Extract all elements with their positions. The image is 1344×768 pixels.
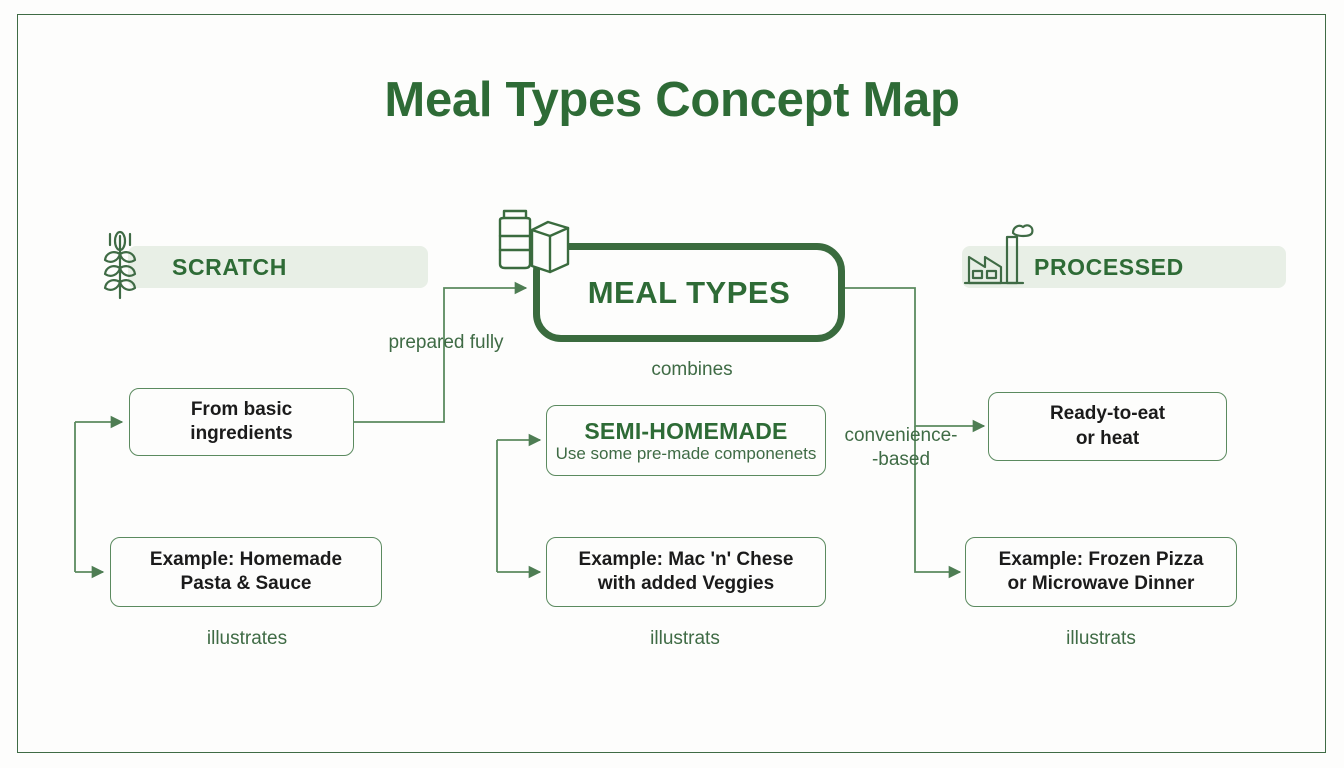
node-scratch-example-line2: Pasta & Sauce (180, 573, 312, 594)
connector-label-combines: combines (651, 359, 733, 380)
wheat-icon (99, 228, 141, 305)
node-processed-definition-line1: Ready-to-eat (1049, 403, 1166, 425)
category-label-processed: PROCESSED (1034, 253, 1184, 280)
connector-label-prepared-fully: prepared fully (388, 332, 504, 353)
node-scratch-example[interactable]: Example: Homemade Pasta & Sauce (110, 537, 382, 607)
node-scratch-definition[interactable]: From basic ingredients (129, 388, 354, 456)
connector-label-illustrates-left: illustrates (206, 628, 288, 649)
node-scratch-definition-line1: From basic (190, 398, 293, 420)
category-chip-scratch[interactable]: SCRATCH (128, 246, 428, 288)
node-semi-homemade-title: SEMI-HOMEMADE (584, 417, 788, 444)
node-processed-example-line2: or Microwave Dinner (1007, 573, 1195, 594)
node-processed-example[interactable]: Example: Frozen Pizza or Microwave Dinne… (965, 537, 1237, 607)
connector-label-illustrates-middle: illustrats (650, 628, 720, 649)
factory-icon (963, 219, 1035, 294)
node-semi-homemade[interactable]: SEMI-HOMEMADE Use some pre-made componen… (546, 405, 826, 476)
central-node-label: MEAL TYPES (587, 274, 791, 310)
connector-label-convenience-based-line2: -based (871, 449, 931, 470)
node-processed-definition-line2: or heat (1075, 427, 1140, 449)
connector-label-illustrates-right: illustrats (1066, 628, 1136, 649)
node-semi-example[interactable]: Example: Mac 'n' Chese with added Veggie… (546, 537, 826, 607)
connector-label-convenience-based-line1: convenience- (844, 425, 958, 446)
node-semi-example-line2: with added Veggies (597, 573, 775, 594)
node-semi-homemade-subtitle: Use some pre-made componenets (555, 443, 817, 463)
node-scratch-definition-line2: ingredients (190, 423, 293, 444)
node-semi-example-line1: Example: Mac 'n' Chese (578, 548, 794, 570)
node-scratch-example-line1: Example: Homemade (149, 548, 343, 570)
category-label-scratch: SCRATCH (172, 253, 287, 280)
node-processed-definition[interactable]: Ready-to-eat or heat (988, 392, 1227, 461)
jar-and-carton-icon (492, 206, 574, 291)
central-node-meal-types[interactable]: MEAL TYPES (533, 243, 845, 342)
page-title: Meal Types Concept Map (384, 73, 960, 127)
node-processed-example-line1: Example: Frozen Pizza (998, 548, 1204, 570)
canvas-border-frame (17, 14, 1326, 753)
